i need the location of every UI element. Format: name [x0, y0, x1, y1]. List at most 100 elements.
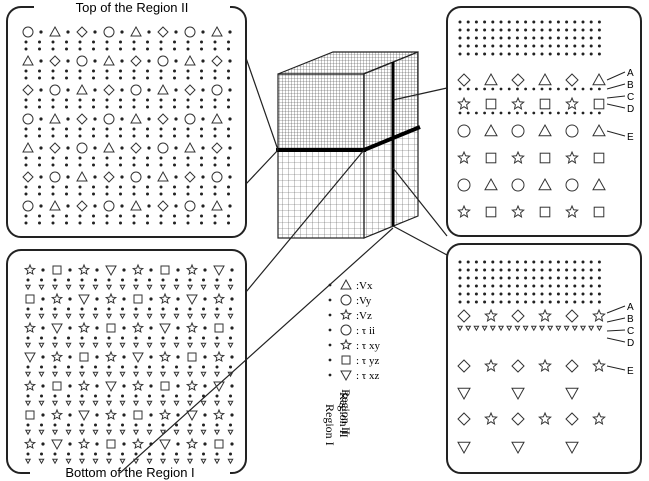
dot-icon — [582, 293, 585, 296]
dot-icon — [133, 186, 136, 189]
circle-icon — [131, 172, 141, 182]
triangle-down-icon — [161, 459, 165, 463]
dot-icon — [201, 117, 204, 120]
triangle-down-icon — [174, 430, 178, 434]
dot-icon — [467, 277, 470, 280]
dot-icon — [524, 21, 527, 24]
dot-icon — [557, 37, 560, 40]
dot-icon — [40, 308, 43, 311]
dot-icon — [52, 48, 55, 51]
dot-icon — [524, 269, 527, 272]
dot-icon — [467, 45, 470, 48]
triangle-icon — [158, 85, 168, 94]
triangle-down-icon — [174, 401, 178, 405]
triangle-down-icon — [39, 343, 43, 347]
dot-icon — [227, 99, 230, 102]
triangle-down-icon — [134, 401, 138, 405]
square-icon — [540, 153, 550, 163]
dot-icon — [483, 21, 486, 24]
triangle-down-icon — [161, 285, 165, 289]
dot-icon — [598, 21, 601, 24]
dot-icon — [38, 106, 41, 109]
marker-d-top: D — [627, 104, 634, 115]
dot-icon — [95, 442, 98, 445]
dot-icon — [203, 326, 206, 329]
dot-icon — [92, 157, 95, 160]
dot-icon — [135, 453, 138, 456]
triangle-down-icon — [201, 285, 205, 289]
star-icon — [52, 294, 62, 303]
circle-icon — [458, 125, 470, 137]
triangle-down-icon — [482, 326, 486, 330]
triangle-down-icon — [523, 326, 527, 330]
dot-icon — [95, 384, 98, 387]
star-icon — [106, 410, 116, 419]
star-icon — [25, 323, 35, 332]
star-icon — [214, 294, 224, 303]
dot-icon — [549, 269, 552, 272]
dot-icon — [524, 301, 527, 304]
dot-icon — [598, 88, 601, 91]
dot-icon — [187, 135, 190, 138]
dot-icon — [549, 88, 552, 91]
dot-icon — [582, 45, 585, 48]
dot-icon — [95, 413, 98, 416]
dot-icon — [65, 128, 68, 131]
dot-icon — [54, 366, 57, 369]
dot-icon — [532, 37, 535, 40]
dot-icon — [189, 308, 192, 311]
dot-icon — [160, 128, 163, 131]
triangle-icon — [50, 114, 60, 123]
dot-icon — [541, 53, 544, 56]
dot-icon — [40, 337, 43, 340]
dot-icon — [38, 186, 41, 189]
star-icon — [133, 439, 143, 448]
dot-icon — [598, 29, 601, 32]
dot-icon — [459, 21, 462, 24]
dot-icon — [149, 355, 152, 358]
dot-icon — [25, 135, 28, 138]
dot-icon — [557, 293, 560, 296]
triangle-down-icon — [160, 324, 170, 333]
circle-icon — [104, 27, 114, 37]
dot-icon — [214, 128, 217, 131]
legend-label-0: :Vx — [356, 280, 373, 292]
dot-icon — [149, 384, 152, 387]
triangle-down-icon — [66, 401, 70, 405]
dot-icon — [122, 413, 125, 416]
dot-icon — [160, 157, 163, 160]
triangle-down-icon — [548, 326, 552, 330]
dot-icon — [38, 215, 41, 218]
diamond-icon — [131, 143, 141, 153]
dot-icon — [81, 308, 84, 311]
triangle-down-icon — [581, 326, 585, 330]
dot-icon — [146, 164, 149, 167]
dot-icon — [79, 70, 82, 73]
triangle-down-icon — [458, 326, 462, 330]
triangle-down-icon — [201, 314, 205, 318]
dot-icon — [541, 88, 544, 91]
dot-icon — [25, 193, 28, 196]
dot-icon — [93, 175, 96, 178]
dot-icon — [524, 261, 527, 264]
dot-icon — [92, 77, 95, 80]
diamond-icon — [458, 74, 470, 86]
dot-icon — [81, 279, 84, 282]
triangle-down-icon — [228, 314, 232, 318]
star-icon — [539, 413, 550, 424]
dot-icon — [147, 146, 150, 149]
dot-icon — [38, 193, 41, 196]
dot-icon — [200, 77, 203, 80]
triangle-down-icon — [147, 430, 151, 434]
dot-icon — [41, 297, 44, 300]
dot-icon — [203, 297, 206, 300]
dot-icon — [106, 128, 109, 131]
dot-icon — [108, 424, 111, 427]
marker-e-bottom: E — [627, 366, 634, 377]
triangle-down-icon — [106, 382, 116, 391]
triangle-down-icon — [53, 401, 57, 405]
dot-icon — [66, 175, 69, 178]
triangle-icon — [593, 74, 605, 85]
diamond-icon — [512, 310, 524, 322]
dot-icon — [508, 277, 511, 280]
